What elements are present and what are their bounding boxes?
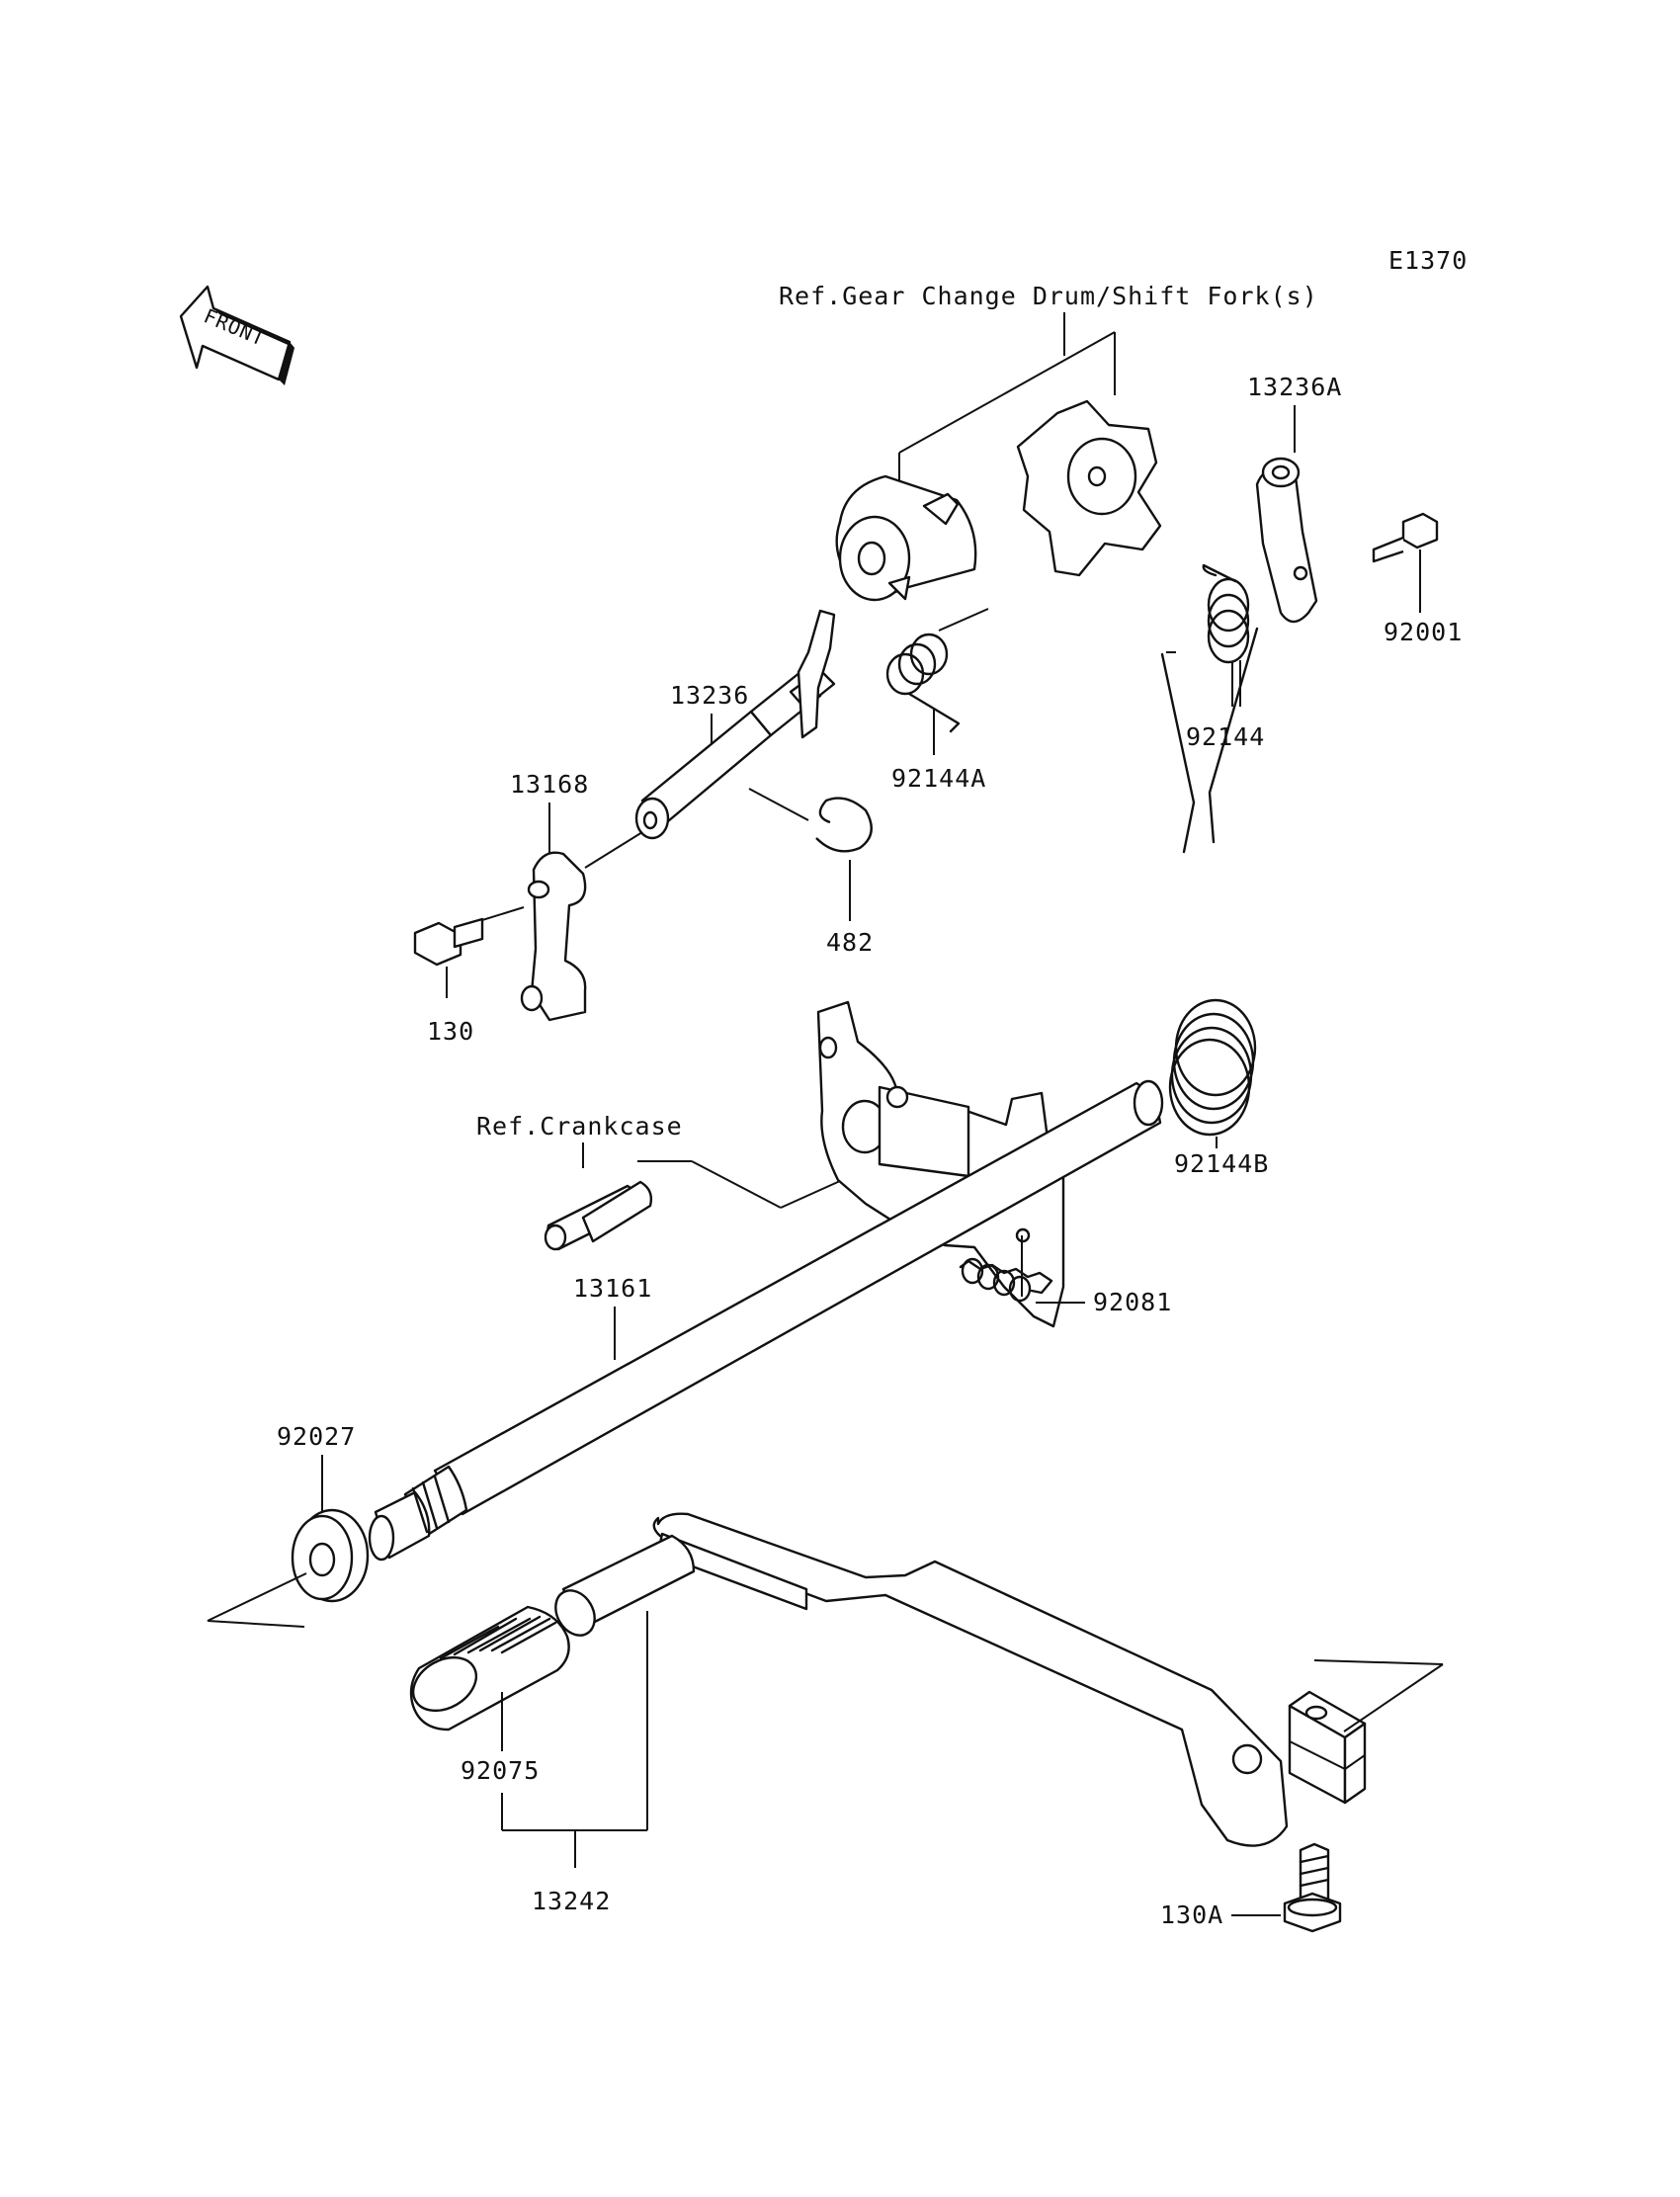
shift-mechanism-plate	[816, 1000, 1065, 1328]
part-92075-label: 92075	[461, 1756, 540, 1785]
part-92144	[1202, 563, 1250, 707]
part-130a-label: 130A	[1160, 1901, 1223, 1929]
part-92144b-label: 92144B	[1174, 1149, 1269, 1178]
part-13236a	[1255, 457, 1318, 624]
part-92027	[291, 1508, 370, 1603]
part-13168-label: 13168	[510, 770, 589, 799]
part-13236	[634, 609, 836, 840]
part-13236a-label: 13236A	[1247, 373, 1342, 401]
part-92144a-label: 92144A	[891, 764, 986, 793]
pedal-peg	[554, 1534, 696, 1637]
part-130	[413, 917, 484, 967]
part-92081	[959, 1257, 1053, 1303]
shaft-axis-leader-left	[207, 1572, 307, 1628]
part-13236-e-clip-leader	[748, 788, 809, 821]
part-92144a	[885, 608, 989, 733]
part-130-label: 130	[427, 1017, 474, 1046]
pedal-axis-leader-right	[1313, 1659, 1444, 1732]
shift-pedal-arm	[652, 1512, 1367, 1847]
drawing-code: E1370	[1388, 246, 1468, 275]
part-482	[815, 797, 873, 853]
shift-drum-cam	[835, 474, 977, 602]
part-13161-label: 13161	[573, 1274, 652, 1303]
part-13242-label: 13242	[532, 1887, 611, 1915]
part-13236-label: 13236	[670, 681, 749, 710]
part-92027-label: 92027	[277, 1422, 356, 1451]
front-arrow-icon: FRONT	[179, 285, 294, 385]
part-13168	[520, 851, 587, 1022]
shift-drum-star	[1016, 399, 1162, 577]
part-130a	[1283, 1842, 1342, 1933]
part-92144b	[1160, 627, 1259, 1137]
part-13168-link-leader	[584, 831, 643, 869]
part-92081-label: 92081	[1093, 1288, 1172, 1316]
part-13242-leader	[501, 1611, 648, 1868]
ref-gear-change-drum-label: Ref.Gear Change Drum/Shift Fork(s)	[779, 282, 1318, 310]
part-92001-label: 92001	[1384, 618, 1463, 646]
part-92001	[1372, 512, 1439, 563]
part-482-label: 482	[826, 928, 874, 957]
part-13161	[368, 1079, 1164, 1562]
ref-crankcase-label: Ref.Crankcase	[476, 1112, 683, 1141]
part-92075	[409, 1605, 570, 1732]
crankcase-pin	[544, 1180, 653, 1251]
